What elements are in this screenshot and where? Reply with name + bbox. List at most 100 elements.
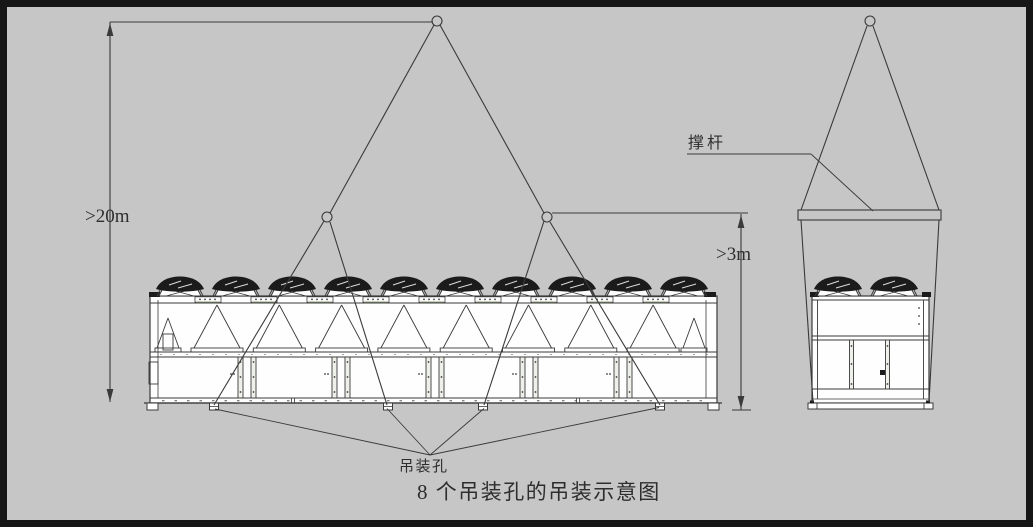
screw-dot (534, 391, 537, 393)
screw-dot (606, 373, 608, 375)
screw-dot (601, 298, 603, 301)
lifting-hole-leader (429, 408, 485, 456)
fan-highlight (233, 283, 249, 289)
unit-body-end (811, 295, 930, 404)
screw-dot (433, 298, 435, 301)
screw-dot (918, 307, 920, 309)
fan-icon (604, 276, 652, 297)
dimension-arrow (737, 396, 745, 409)
screw-dot (421, 373, 423, 375)
coil-brace (341, 304, 365, 349)
corner-cap (922, 292, 931, 297)
screw-dot (628, 376, 631, 378)
coil-brace (156, 317, 169, 349)
fan-highlight (224, 280, 238, 286)
sling-cable (483, 220, 545, 406)
fan-leg (535, 289, 540, 297)
coil-brace (652, 304, 677, 349)
coil-vee-module (564, 304, 618, 353)
fan-icon (548, 276, 596, 297)
dimension-arrow (106, 389, 114, 402)
screw-dot (423, 298, 425, 301)
screw-dot (372, 298, 374, 301)
coil-brace (629, 304, 654, 349)
screw-dot (427, 391, 430, 393)
lifting-hole-leader (429, 407, 660, 456)
fan-highlight (448, 280, 462, 286)
screw-dot (521, 391, 524, 393)
screw-dot (918, 323, 920, 325)
coil-foot-bar (377, 347, 431, 353)
end-view-rigging (797, 15, 942, 403)
service-box (148, 361, 159, 385)
coil-brace (693, 317, 706, 349)
screw-dot (535, 298, 537, 301)
dimension-lines (106, 21, 751, 411)
side-view-unit (144, 276, 722, 411)
screw-dot (333, 361, 336, 363)
screw-dot (427, 376, 430, 378)
screw-dot (850, 383, 853, 385)
screw-dot (252, 361, 255, 363)
leader-lines (214, 153, 874, 456)
fan-highlight (345, 283, 361, 289)
fan-highlight (560, 280, 574, 286)
coil-brace (505, 304, 529, 349)
coil-brace (442, 304, 467, 349)
screw-dot (484, 298, 486, 301)
screw-dot (321, 298, 323, 301)
screw-dot (214, 298, 216, 301)
fan-guard (548, 276, 596, 292)
screw-dot (550, 298, 552, 301)
corner-cap (704, 292, 716, 297)
coil-brace (193, 304, 218, 349)
diagram-caption: 8 个吊装孔的吊装示意图 (417, 480, 661, 504)
fan-guard (604, 276, 652, 292)
screw-dot (521, 376, 524, 378)
screw-dot (311, 298, 313, 301)
door-handle (880, 370, 885, 375)
coil-brace (403, 304, 428, 349)
screw-dot (540, 298, 542, 301)
fan-icon (436, 276, 484, 297)
fan-icon (268, 276, 316, 297)
corner-cap (810, 292, 819, 297)
screw-dot (494, 298, 496, 301)
screw-dot (515, 373, 517, 375)
screw-dot (662, 298, 664, 301)
sling-clearance-dimension-label: >3m (716, 244, 751, 265)
coil-brace (278, 304, 303, 349)
coil-vee-module (315, 304, 369, 353)
screw-dot (606, 298, 608, 301)
fan-leg (268, 289, 273, 297)
sling-ring-icon (321, 211, 333, 223)
fan-highlight (336, 280, 350, 286)
screw-dot (346, 361, 349, 363)
fan-leg (436, 289, 441, 297)
screw-dot (367, 298, 369, 301)
fan-leg (367, 289, 372, 297)
side-view-rigging (213, 15, 661, 406)
base-anchor-mark (926, 400, 930, 404)
screw-dot (591, 298, 593, 301)
coil-brace (682, 317, 695, 349)
fan-highlight (168, 280, 182, 286)
fan-highlight (177, 283, 193, 289)
panel-divider (512, 356, 539, 399)
fan-leg (156, 289, 161, 297)
screw-dot (377, 298, 379, 301)
fan-guard (156, 276, 204, 292)
screw-dot (427, 361, 430, 363)
fan-leg (492, 289, 497, 297)
fan-leg (857, 289, 862, 297)
spreader-leader (810, 153, 874, 212)
base-joint-tick (291, 397, 295, 404)
panel-divider (324, 356, 351, 399)
fan-guard (268, 276, 316, 292)
sling-cable (439, 24, 545, 214)
fan-guard (380, 276, 428, 292)
screw-dot (521, 361, 524, 363)
sling-cable (800, 219, 814, 403)
fan-highlight (672, 280, 686, 286)
